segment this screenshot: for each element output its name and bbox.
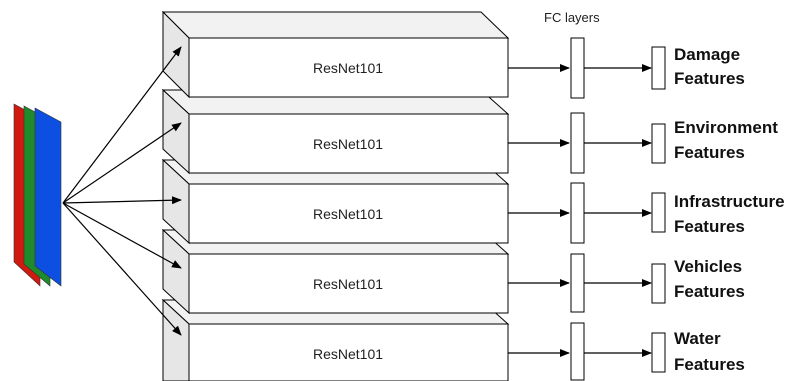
feature-label-line1: Damage — [674, 45, 740, 64]
feature-box — [651, 46, 666, 90]
resnet-block-2: ResNet101 — [161, 88, 510, 175]
feature-label-line2: Features — [674, 143, 745, 162]
input-arrows — [62, 46, 182, 336]
feature-label-line2: Features — [674, 217, 745, 236]
block-side-face — [162, 298, 190, 381]
block-label: ResNet101 — [313, 276, 383, 292]
feature-box — [651, 123, 666, 164]
block-front-face — [188, 183, 509, 244]
feature-box — [651, 263, 666, 304]
branch-4: Vehicles Features — [508, 253, 745, 313]
feature-label-line1: Vehicles — [674, 257, 742, 276]
fc-layer-bar — [570, 253, 585, 313]
feature-label-line1: Environment — [674, 118, 778, 137]
feature-label-line2: Features — [674, 282, 745, 301]
arrow-to-block-1 — [62, 46, 182, 204]
feature-label-line1: Infrastructure — [674, 192, 785, 211]
input-channel-blue — [34, 107, 62, 287]
branch-2: Environment Features — [508, 112, 778, 174]
arrow-to-block-3 — [62, 196, 182, 205]
block-label: ResNet101 — [313, 206, 383, 222]
block-top-face — [161, 11, 510, 39]
fc-layer-bar — [570, 182, 585, 244]
fc-layers-title: FC layers — [544, 10, 600, 25]
feature-box — [651, 192, 666, 233]
branch-1: Damage Features — [508, 37, 745, 99]
block-front-face — [188, 113, 509, 174]
resnet-block-1: ResNet101 — [161, 10, 510, 99]
block-front-face — [188, 37, 509, 98]
block-label: ResNet101 — [313, 346, 383, 362]
feature-label-line2: Features — [674, 355, 745, 374]
branch-5: Water Features — [508, 322, 745, 381]
fc-layer-bar — [570, 112, 585, 174]
block-label: ResNet101 — [313, 136, 383, 152]
fc-layer-bar — [570, 37, 585, 99]
feature-box — [651, 332, 666, 373]
input-image-stack — [13, 103, 62, 287]
block-label: ResNet101 — [313, 60, 383, 76]
block-front-face — [188, 253, 509, 314]
arrow-to-block-5 — [62, 202, 182, 336]
fc-layer-bar — [570, 322, 585, 381]
arrow-to-block-2 — [62, 122, 182, 204]
feature-label-line2: Features — [674, 69, 745, 88]
branch-3: Infrastructure Features — [508, 182, 785, 244]
arrow-to-block-4 — [62, 202, 182, 269]
feature-label-line1: Water — [674, 329, 721, 348]
